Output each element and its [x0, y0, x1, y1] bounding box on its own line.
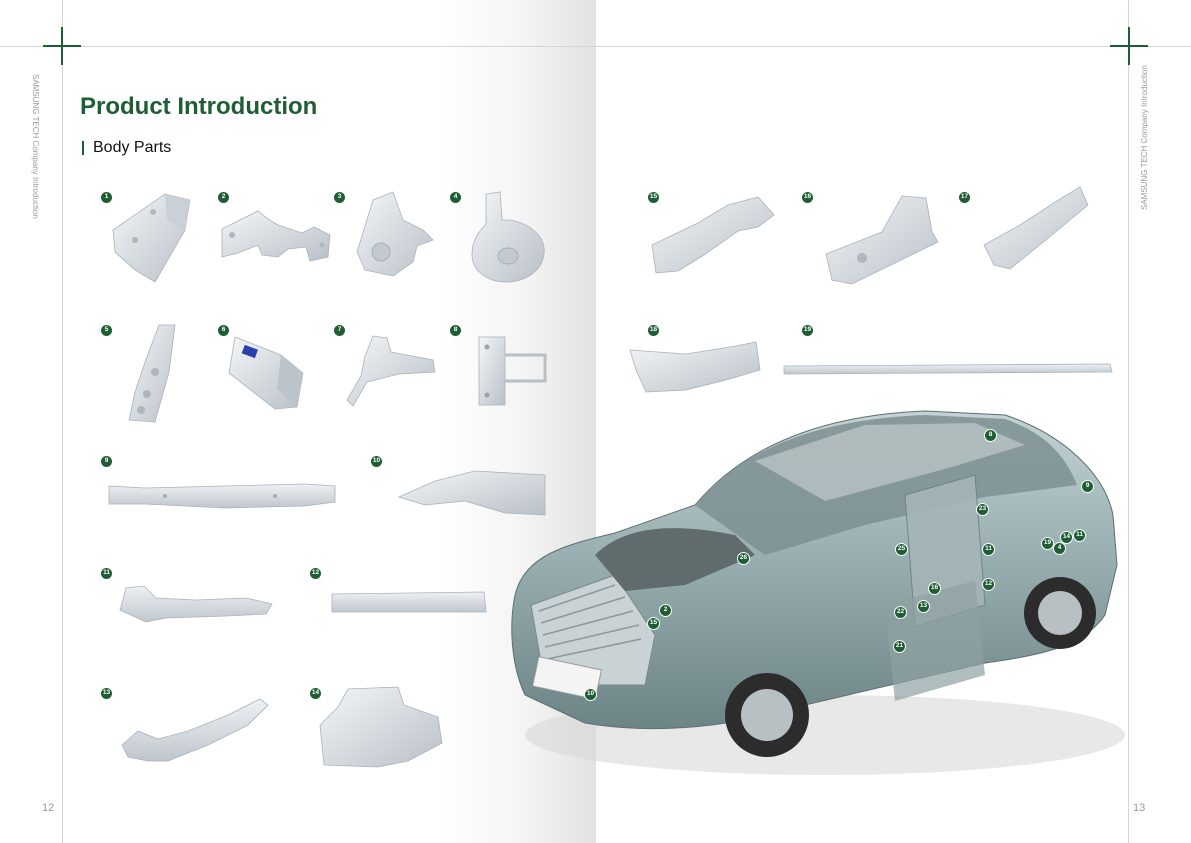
part-badge-16: 16: [802, 192, 813, 203]
car-label-14: 14: [1060, 531, 1073, 544]
part-badge-18: 18: [648, 325, 659, 336]
part-badge-9: 9: [101, 456, 112, 467]
car-label-15: 15: [647, 617, 660, 630]
part-7-hinge: [346, 335, 436, 407]
part-3-bracket: [356, 191, 434, 277]
part-11-beam: [119, 585, 273, 623]
part-badge-13: 13: [101, 688, 112, 699]
car-label-13: 13: [917, 600, 930, 613]
left-margin-line: [62, 0, 63, 843]
section-subtitle: Body Parts: [82, 139, 171, 157]
car-label-10: 10: [584, 688, 597, 701]
part-badge-17: 17: [959, 192, 970, 203]
car-label-8: 8: [984, 429, 997, 442]
car-label-4: 4: [1053, 542, 1066, 555]
page-number-left: 12: [42, 802, 55, 814]
part-2-bracket: [221, 210, 331, 262]
top-guide-line: [0, 46, 1191, 47]
part-10-panel: [397, 470, 546, 516]
car-label-11b: 11: [1073, 529, 1086, 542]
side-text-right: SAMSUNG TECH Company Introduction: [1140, 65, 1149, 210]
car-label-12: 12: [982, 578, 995, 591]
car-label-21: 21: [893, 640, 906, 653]
part-badge-6: 6: [218, 325, 229, 336]
car-label-2: 2: [659, 604, 672, 617]
part-badge-1: 1: [101, 192, 112, 203]
part-badge-8: 8: [450, 325, 461, 336]
page-number-right: 13: [1133, 802, 1146, 814]
part-9-crossmember: [108, 483, 336, 509]
part-5-pillar-plate: [128, 324, 176, 423]
car-label-23: 23: [976, 503, 989, 516]
part-13-arm: [121, 698, 269, 762]
part-17-bracket: [983, 186, 1089, 270]
car-label-26: 26: [737, 552, 750, 565]
part-badge-4: 4: [450, 192, 461, 203]
part-badge-19: 19: [802, 325, 813, 336]
car-label-22: 22: [894, 606, 907, 619]
part-19-long-rail: [783, 363, 1113, 375]
right-margin-line: [1128, 0, 1129, 843]
part-badge-5: 5: [101, 325, 112, 336]
part-badge-3: 3: [334, 192, 345, 203]
subtitle-bar: [82, 141, 84, 155]
page-title: Product Introduction: [80, 93, 318, 120]
part-badge-15: 15: [648, 192, 659, 203]
car-label-16: 16: [928, 582, 941, 595]
part-badge-2: 2: [218, 192, 229, 203]
part-badge-7: 7: [334, 325, 345, 336]
part-badge-14: 14: [310, 688, 321, 699]
part-badge-12: 12: [310, 568, 321, 579]
crosshair-mark-right: [1110, 27, 1148, 65]
part-18-bracket: [629, 341, 761, 393]
part-1-bracket: [112, 193, 191, 283]
car-label-11a: 11: [982, 543, 995, 556]
part-14-floor-panel: [319, 686, 443, 768]
part-16-bracket: [825, 195, 939, 285]
subtitle-text: Body Parts: [93, 139, 172, 156]
car-cutaway-illustration: [511, 410, 1125, 775]
part-6-box-bracket: [228, 336, 304, 410]
part-badge-10: 10: [371, 456, 382, 467]
part-badge-11: 11: [101, 568, 112, 579]
crosshair-mark-left: [43, 27, 81, 65]
part-4-bracket: [471, 191, 545, 283]
part-12-bar: [331, 591, 487, 613]
part-15-bracket: [651, 196, 775, 274]
car-label-25: 25: [895, 543, 908, 556]
car-label-9: 9: [1081, 480, 1094, 493]
side-text-left: SAMSUNG TECH Company Introduction: [31, 74, 40, 219]
part-8-striker: [478, 336, 547, 406]
